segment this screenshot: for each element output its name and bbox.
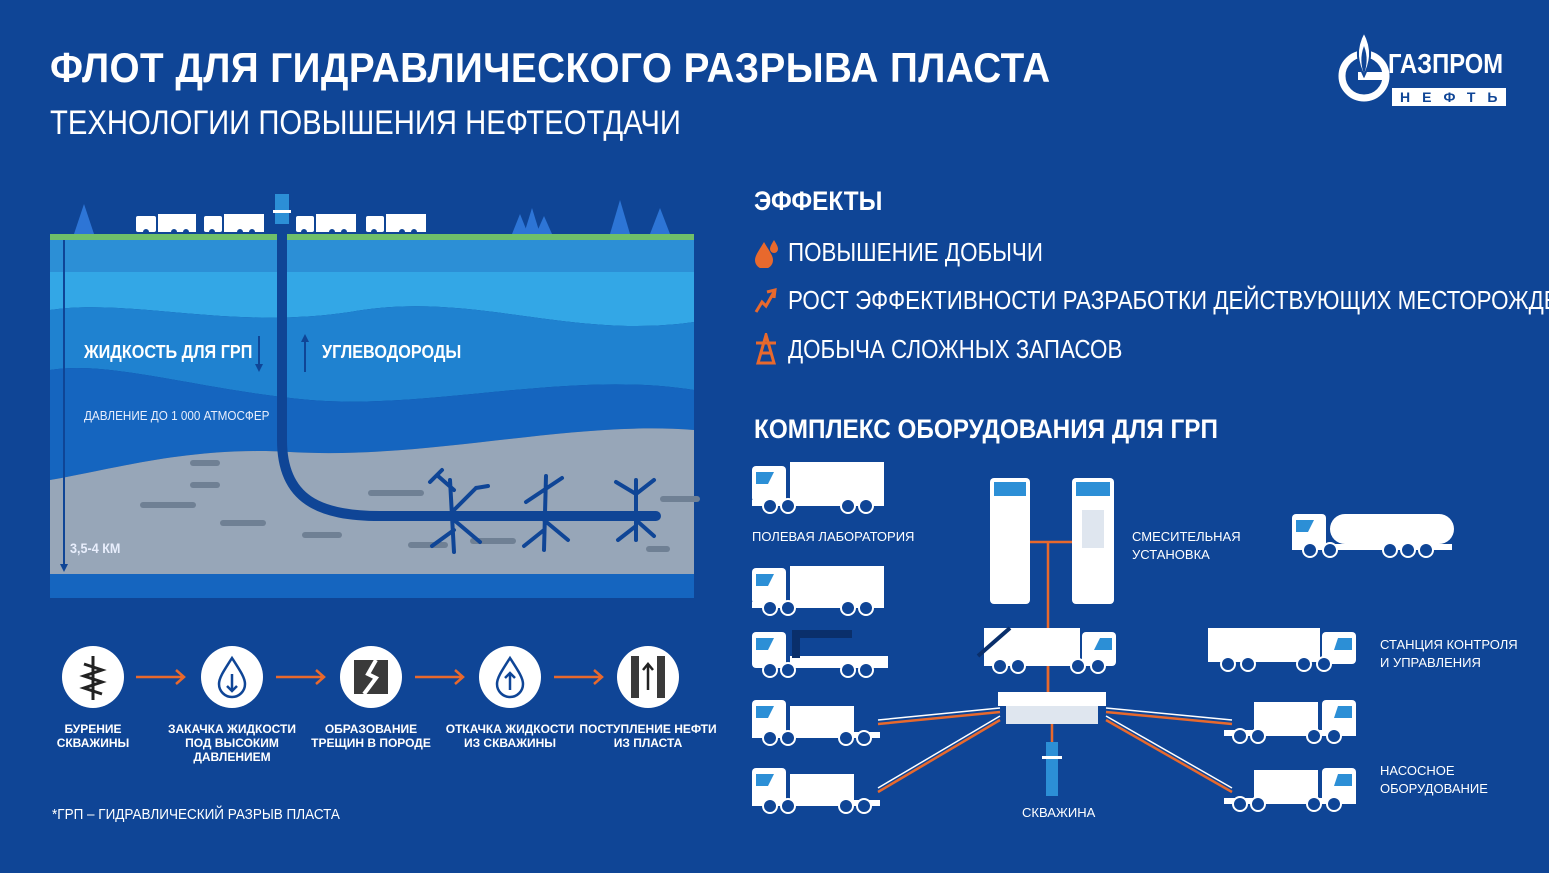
pump-truck-left-2 — [752, 768, 880, 814]
pipe-truck — [752, 630, 888, 678]
drop-down-icon — [217, 655, 247, 699]
drill-icon — [79, 656, 107, 700]
trees-right — [512, 200, 670, 234]
pump-truck-right-1 — [1224, 700, 1356, 744]
gazprom-logo — [1338, 29, 1390, 102]
drop-up-icon — [495, 655, 525, 699]
effect-text: ПОВЫШЕНИЕ ДОБЫЧИ — [788, 236, 1043, 267]
equipment-diagram — [752, 462, 1454, 814]
fluid-label: ЖИДКОСТЬ ДЛЯ ГРП — [84, 342, 253, 362]
step-circle-pumpout — [479, 646, 541, 708]
effect-item-efficiency: РОСТ ЭФФЕКТИВНОСТИ РАЗРАБОТКИ ДЕЙСТВУЮЩИ… — [752, 282, 1549, 318]
trees-left — [74, 204, 94, 234]
pump-truck-right-2 — [1224, 768, 1356, 812]
page-subtitle: ТЕХНОЛОГИИ ПОВЫШЕНИЯ НЕФТЕОТДАЧИ — [50, 104, 681, 142]
logo-word: ГАЗПРОМ — [1388, 48, 1504, 79]
logo-sub: НЕФТЬ — [1392, 88, 1506, 106]
equipment-heading: КОМПЛЕКС ОБОРУДОВАНИЯ ДЛЯ ГРП — [754, 414, 1218, 444]
pressure-label: ДАВЛЕНИЕ ДО 1 000 АТМОСФЕР — [84, 408, 270, 423]
pump-truck-left-1 — [752, 700, 880, 746]
step-circle-cracks — [340, 646, 402, 708]
mixer-unit-2 — [1072, 478, 1114, 604]
step-arrows — [136, 669, 604, 685]
tanker-truck — [1292, 514, 1454, 558]
field-lab-label: ПОЛЕВАЯ ЛАБОРАТОРИЯ — [752, 529, 915, 544]
growth-arrow-icon — [754, 288, 777, 313]
well-label: СКВАЖИНА — [1022, 805, 1096, 820]
effect-text: РОСТ ЭФФЕКТИВНОСТИ РАЗРАБОТКИ ДЕЙСТВУЮЩИ… — [788, 284, 1549, 315]
chemical-truck — [752, 566, 884, 616]
effect-item-production: ПОВЫШЕНИЕ ДОБЫЧИ — [752, 234, 1084, 270]
cross-section-diagram — [50, 194, 700, 598]
oil-inflow-icon — [631, 656, 665, 698]
hydrocarbons-label: УГЛЕВОДОРОДЫ — [322, 342, 462, 362]
surface-trucks — [136, 214, 426, 232]
oil-drop-icon — [755, 240, 778, 268]
step-circle-injection — [201, 646, 263, 708]
field-lab-truck — [752, 462, 884, 514]
crack-icon — [354, 659, 388, 696]
mixer-unit-1 — [990, 478, 1030, 604]
effect-text: ДОБЫЧА СЛОЖНЫХ ЗАПАСОВ — [788, 333, 1123, 364]
footnote: *ГРП – ГИДРАВЛИЧЕСКИЙ РАЗРЫВ ПЛАСТА — [52, 806, 340, 823]
effect-item-hard-reserves: ДОБЫЧА СЛОЖНЫХ ЗАПАСОВ — [752, 331, 1177, 367]
control-station-truck — [1208, 628, 1356, 672]
step-circle-drilling — [62, 646, 124, 708]
depth-label: 3,5-4 КМ — [70, 540, 121, 556]
step-circle-oil-inflow — [617, 646, 679, 708]
oil-rig-icon — [756, 333, 776, 365]
effects-heading: ЭФФЕКТЫ — [754, 186, 883, 216]
page-title: ФЛОТ ДЛЯ ГИДРАВЛИЧЕСКОГО РАЗРЫВА ПЛАСТА — [50, 44, 1051, 91]
blender-truck — [976, 626, 1116, 674]
